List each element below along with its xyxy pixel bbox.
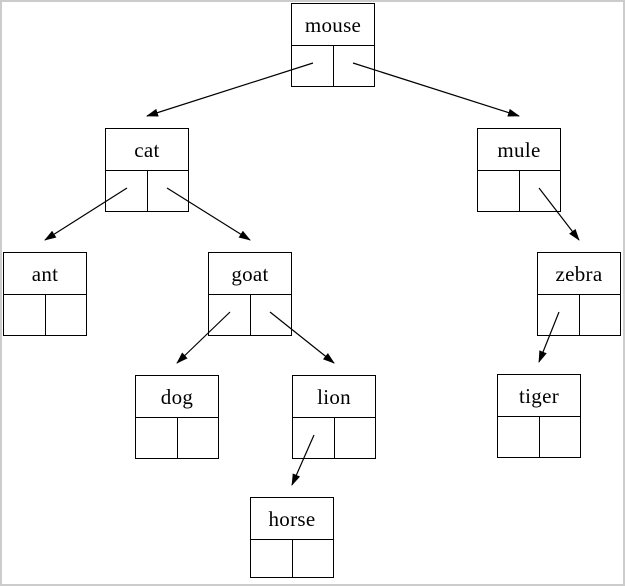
- right-pointer-cell: [335, 418, 376, 458]
- node-label: goat: [209, 253, 291, 295]
- pointer-cells: [478, 171, 560, 211]
- pointer-cells: [106, 171, 188, 211]
- node-tiger: tiger: [497, 374, 581, 458]
- left-pointer-cell: [478, 171, 520, 211]
- node-mule: mule: [477, 128, 561, 212]
- right-pointer-cell: [148, 171, 189, 211]
- right-pointer-cell: [334, 46, 375, 86]
- pointer-cells: [292, 46, 374, 86]
- pointer-cells: [209, 295, 291, 335]
- pointer-cells: [293, 418, 375, 458]
- node-zebra: zebra: [537, 252, 621, 336]
- right-pointer-cell: [251, 295, 292, 335]
- node-goat: goat: [208, 252, 292, 336]
- right-pointer-cell: [46, 295, 87, 335]
- pointer-cells: [4, 295, 86, 335]
- left-pointer-cell: [4, 295, 46, 335]
- node-label: mouse: [292, 4, 374, 46]
- right-pointer-cell: [293, 540, 334, 577]
- pointer-cells: [251, 540, 333, 577]
- node-label: mule: [478, 129, 560, 171]
- node-label: tiger: [498, 375, 580, 417]
- node-label: lion: [293, 376, 375, 418]
- node-label: horse: [251, 498, 333, 540]
- right-pointer-cell: [520, 171, 561, 211]
- left-pointer-cell: [251, 540, 293, 577]
- right-pointer-cell: [580, 295, 621, 335]
- left-pointer-cell: [106, 171, 148, 211]
- right-pointer-cell: [178, 418, 219, 458]
- right-pointer-cell: [540, 417, 581, 457]
- node-label: ant: [4, 253, 86, 295]
- node-ant: ant: [3, 252, 87, 336]
- left-pointer-cell: [498, 417, 540, 457]
- left-pointer-cell: [292, 46, 334, 86]
- pointer-cells: [538, 295, 620, 335]
- node-cat: cat: [105, 128, 189, 212]
- node-label: cat: [106, 129, 188, 171]
- left-pointer-cell: [538, 295, 580, 335]
- left-pointer-cell: [293, 418, 335, 458]
- pointer-cells: [136, 418, 218, 458]
- left-pointer-cell: [136, 418, 178, 458]
- node-label: dog: [136, 376, 218, 418]
- node-label: zebra: [538, 253, 620, 295]
- node-lion: lion: [292, 375, 376, 459]
- node-dog: dog: [135, 375, 219, 459]
- pointer-cells: [498, 417, 580, 457]
- left-pointer-cell: [209, 295, 251, 335]
- node-mouse: mouse: [291, 3, 375, 87]
- node-horse: horse: [250, 497, 334, 578]
